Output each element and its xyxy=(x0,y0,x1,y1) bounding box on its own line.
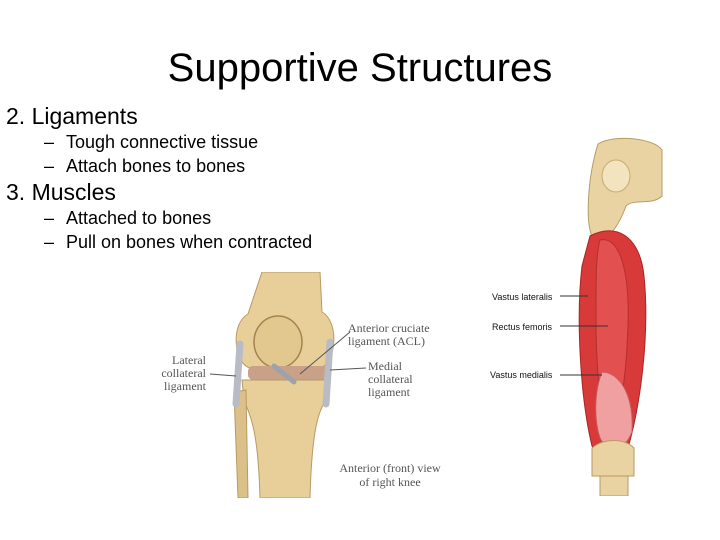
medial-collateral-ligament xyxy=(322,338,334,408)
bullet-text: Pull on bones when contracted xyxy=(66,232,313,252)
bullet-text: Attached to bones xyxy=(66,208,212,228)
tibia-top xyxy=(599,475,629,496)
slide-title: Supportive Structures xyxy=(167,46,553,90)
caption-line2: of right knee xyxy=(359,475,420,489)
bullet-marker: – xyxy=(44,132,55,152)
fibula-bone xyxy=(233,389,249,498)
label-medial-line1: Medial xyxy=(368,359,403,373)
leader-line-lateral xyxy=(209,373,237,377)
label-medial-line3: ligament xyxy=(368,385,411,399)
bullet-muscles-2: –Pull on bones when contracted xyxy=(44,231,312,253)
label-lateral-line2: collateral xyxy=(161,366,206,380)
bullet-marker: – xyxy=(44,232,55,252)
heading-muscles: 3. Muscles xyxy=(6,179,116,205)
leader-line-acl xyxy=(299,331,351,375)
knee-illustration: Anterior cruciate ligament (ACL) Lateral… xyxy=(161,272,441,498)
patella-bone xyxy=(253,315,303,369)
lateral-collateral-ligament xyxy=(232,340,244,408)
caption-line1: Anterior (front) view xyxy=(339,461,441,475)
tibia-bone xyxy=(241,379,329,498)
bullet-ligaments-2: –Attach bones to bones xyxy=(44,155,245,177)
bullet-marker: – xyxy=(44,208,55,228)
acl-ligament xyxy=(271,363,297,385)
knee-bone-lower xyxy=(591,440,635,477)
leader-line-medial xyxy=(329,367,367,371)
label-lateral-line1: Lateral xyxy=(172,353,207,367)
bullet-marker: – xyxy=(44,156,55,176)
meniscus xyxy=(248,366,328,380)
bullet-ligaments-1: –Tough connective tissue xyxy=(44,131,258,153)
label-vastus-lateralis: Vastus lateralis xyxy=(492,292,553,302)
label-acl-line1: Anterior cruciate xyxy=(348,321,430,335)
bullet-text: Tough connective tissue xyxy=(66,132,259,152)
heading-ligaments: 2. Ligaments xyxy=(6,103,138,129)
label-lateral-line3: ligament xyxy=(164,379,207,393)
bullet-text: Attach bones to bones xyxy=(66,156,246,176)
label-acl-line2: ligament (ACL) xyxy=(348,334,425,348)
hip-joint xyxy=(601,159,631,193)
label-medial-line2: collateral xyxy=(368,372,413,386)
thigh-muscle-illustration: Vastus lateralis Rectus femoris Vastus m… xyxy=(490,137,663,496)
bullet-muscles-1: –Attached to bones xyxy=(44,207,211,229)
label-vastus-medialis: Vastus medialis xyxy=(490,370,553,380)
pelvis-bone xyxy=(587,137,663,242)
label-rectus-femoris: Rectus femoris xyxy=(492,322,553,332)
